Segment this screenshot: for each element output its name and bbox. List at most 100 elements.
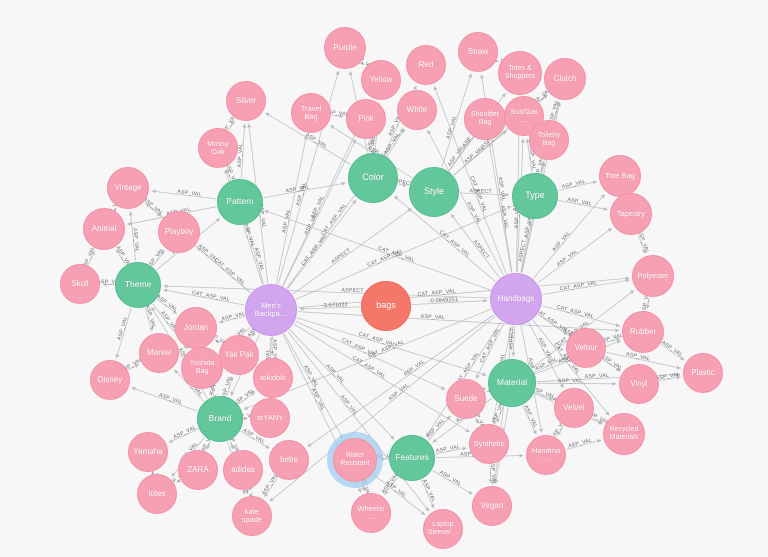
graph-edge <box>174 369 205 402</box>
graph-node-mossy_oak[interactable]: Mossy Oak <box>198 128 238 168</box>
graph-node-yak_pak[interactable]: Yak Pak <box>219 335 259 375</box>
graph-node-synthetic[interactable]: Synthetic <box>469 424 509 464</box>
graph-node-travel_bag[interactable]: Travel Bag <box>291 93 331 133</box>
graph-node-kate_spade[interactable]: kate spade <box>232 496 272 536</box>
graph-edge <box>522 405 537 435</box>
node-label: Playboy <box>164 226 194 236</box>
graph-node-recycled[interactable]: Recycled Materials <box>603 413 645 455</box>
node-label: Purple <box>333 42 357 52</box>
graph-node-animal[interactable]: Animal <box>83 208 125 250</box>
graph-node-mens_backpack[interactable]: Men's Backpa… <box>245 284 297 336</box>
graph-node-straw[interactable]: Straw <box>458 32 498 72</box>
graph-edge <box>542 305 621 327</box>
graph-node-clutch[interactable]: Clutch <box>544 58 586 100</box>
graph-node-zara[interactable]: ZARA <box>178 450 218 490</box>
graph-node-yoshida_bag[interactable]: Yoshida Bag <box>181 347 223 389</box>
edge-label: CAT_ASP_VAL <box>367 248 405 269</box>
graph-node-handbags[interactable]: Handbags <box>490 273 542 325</box>
graph-edge <box>660 344 685 361</box>
graph-node-plastic[interactable]: Plastic <box>683 353 723 393</box>
graph-node-water_resistant[interactable]: Water Resistant <box>333 438 377 482</box>
graph-node-polyester[interactable]: Polyester <box>632 255 674 297</box>
graph-node-rubber[interactable]: Rubber <box>622 311 664 353</box>
graph-node-jordan[interactable]: Jordan <box>175 307 217 349</box>
graph-node-yellow[interactable]: Yellow <box>361 60 401 100</box>
graph-node-vegan[interactable]: Vegan <box>472 486 512 526</box>
graph-node-color[interactable]: Color <box>348 153 398 203</box>
graph-edge <box>566 439 602 450</box>
graph-node-yamaha[interactable]: Yamaha <box>128 432 168 472</box>
edge-label: CAT_ASP_VAL <box>358 331 396 348</box>
graph-edge <box>265 112 351 165</box>
graph-node-suede[interactable]: Suede <box>446 379 486 419</box>
graph-node-oryany[interactable]: orYANY <box>250 398 290 438</box>
edge-label: ASP_VAL <box>339 394 359 417</box>
graph-node-velour[interactable]: Velour <box>566 328 606 368</box>
graph-node-tote_bag[interactable]: Tote Bag <box>599 155 641 197</box>
graph-node-vintage[interactable]: Vintage <box>107 167 149 209</box>
graph-node-purple_color[interactable]: Purple <box>324 27 366 69</box>
graph-node-bags[interactable]: bags <box>361 281 411 331</box>
graph-node-silver[interactable]: Silver <box>226 81 266 121</box>
graph-node-adidas[interactable]: adidas <box>223 450 263 490</box>
node-label: bags <box>376 300 396 311</box>
graph-node-theme[interactable]: Theme <box>115 262 161 308</box>
edge-label: ASP_VAL <box>660 340 684 359</box>
node-label: Water Resistant <box>340 452 370 467</box>
graph-node-pink_color[interactable]: Pink <box>346 99 386 139</box>
edge-label: ASP_VAL <box>522 404 538 429</box>
node-label: Pattern <box>226 196 254 207</box>
graph-node-features[interactable]: Features <box>389 435 435 481</box>
edge-label: ASP_VAL <box>155 294 178 313</box>
node-label: Animal <box>91 223 117 233</box>
node-label: Travel Bag <box>300 103 322 121</box>
graph-edge <box>542 278 630 295</box>
graph-node-white[interactable]: White <box>397 90 437 130</box>
graph-edge <box>295 205 512 300</box>
graph-node-vinyl[interactable]: Vinyl <box>619 364 659 404</box>
edge-label: ASP_VAL <box>242 223 255 248</box>
node-label: Pink <box>358 113 374 123</box>
graph-node-bebe[interactable]: bebe <box>269 440 309 480</box>
graph-node-style[interactable]: Style <box>409 167 459 217</box>
graph-node-laptop_sleeve[interactable]: Laptop Sleeve/… <box>423 509 463 549</box>
graph-node-skull[interactable]: Skull <box>60 264 100 304</box>
node-label: bebe <box>280 454 298 464</box>
graph-node-tapestry[interactable]: Tapestry <box>610 193 652 235</box>
graph-edge <box>637 234 646 254</box>
node-label: totes <box>148 488 166 498</box>
graph-node-material[interactable]: Material <box>488 359 536 407</box>
graph-node-toiletry_bag[interactable]: Toiletry Bag <box>529 120 569 160</box>
graph-edge <box>246 226 264 285</box>
graph-node-totes[interactable]: totes <box>137 474 177 514</box>
graph-node-handmade[interactable]: Handma… <box>526 435 566 475</box>
node-label: Handma… <box>531 445 561 463</box>
graph-node-pattern[interactable]: Pattern <box>217 179 263 225</box>
graph-edge <box>359 60 365 66</box>
graph-node-type[interactable]: Type <box>512 173 558 219</box>
graph-node-velvet[interactable]: Velvet <box>554 388 594 428</box>
graph-edge <box>152 250 165 267</box>
node-label: Straw <box>467 46 489 56</box>
graph-node-disney[interactable]: Disney <box>90 360 130 400</box>
graph-node-totes_shoppers[interactable]: Totes & Shoppers <box>498 51 542 95</box>
graph-edge <box>252 331 257 337</box>
graph-edge <box>209 390 214 397</box>
node-label: Jordan <box>183 322 209 332</box>
edge-label: ASP_VAL <box>445 115 458 140</box>
graph-edge <box>244 489 249 494</box>
graph-edge <box>144 307 154 332</box>
graph-node-shoulder_bag[interactable]: Shoulder Bag <box>464 98 506 140</box>
graph-edge <box>421 479 435 509</box>
graph-node-brand[interactable]: Brand <box>197 396 243 442</box>
graph-node-tokidoki[interactable]: tokidoki <box>253 358 293 398</box>
graph-node-red[interactable]: Red <box>406 45 446 85</box>
graph-node-wheels[interactable]: Wheels/… <box>351 493 391 533</box>
graph-edge <box>411 298 488 306</box>
graph-edge <box>394 195 496 282</box>
graph-edge <box>372 473 426 516</box>
graph-node-playboy[interactable]: Playboy <box>158 211 200 253</box>
graph-node-marvel[interactable]: Marvel <box>139 333 179 373</box>
graph-edge <box>163 288 245 306</box>
